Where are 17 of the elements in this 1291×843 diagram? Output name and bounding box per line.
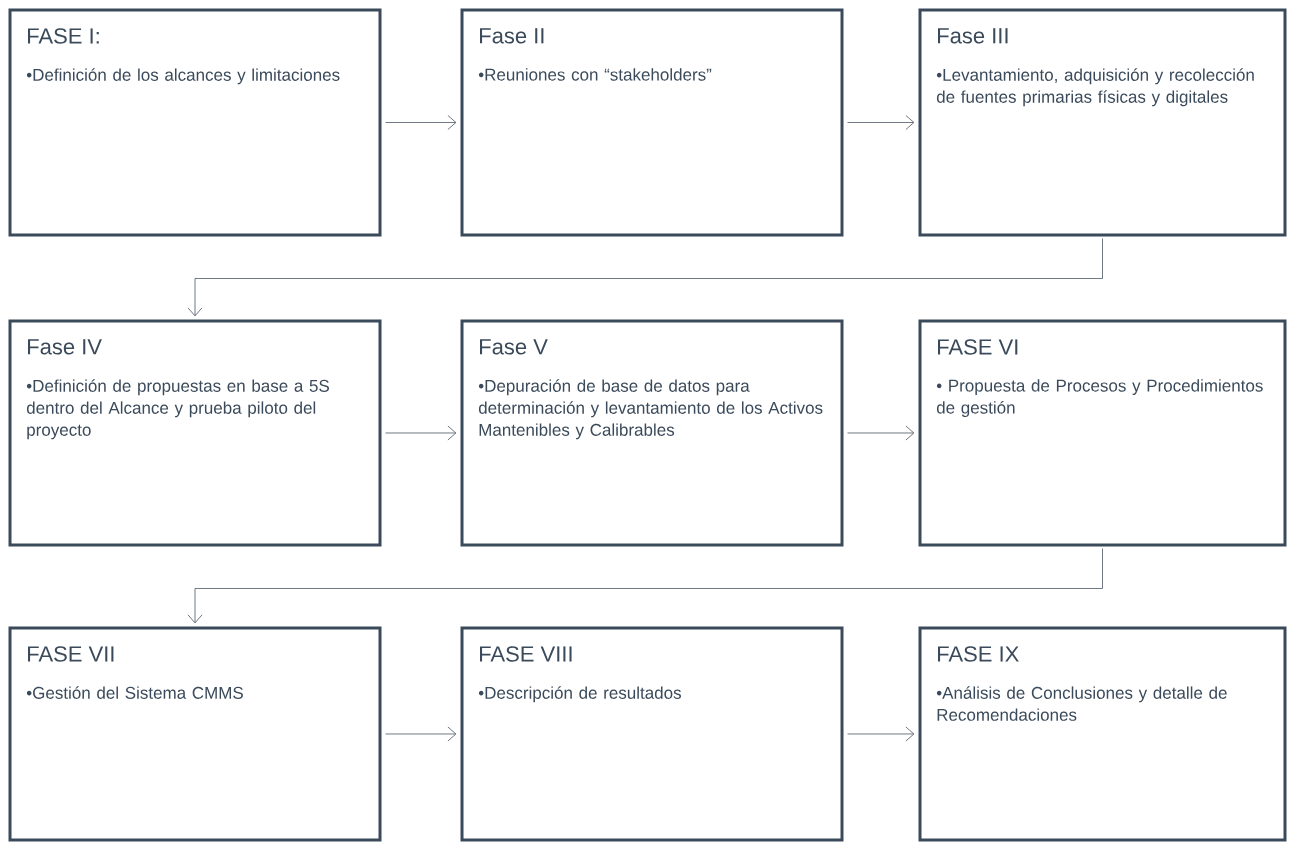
arrow <box>847 425 915 441</box>
phase-box: Fase II •Reuniones con “stakeholders” <box>460 8 844 237</box>
arrow <box>847 726 915 742</box>
phase-box: FASE VI • Propuesta de Procesos y Procedimientos de gestión <box>918 319 1287 547</box>
phase-box: Fase III •Levantamiento, adquisición y recolección de fuentes primarias físicas y digitales <box>918 8 1287 237</box>
phase-box: FASE VII •Gestión del Sistema CMMS <box>8 626 382 842</box>
phase-box: FASE I: •Definición de los alcances y limitaciones <box>8 8 382 237</box>
arrow <box>385 726 457 742</box>
phase-box: FASE IX •Análisis de Conclusiones y detalle de Recomendaciones <box>918 626 1287 842</box>
phase-box: FASE VIII •Descripción de resultados <box>460 626 844 842</box>
arrow <box>187 238 1103 317</box>
arrow <box>847 115 915 130</box>
phase-box: Fase IV •Definición de propuestas en base a 5S dentro del Alcance y prueba piloto del proyecto <box>8 319 382 547</box>
phase-box: Fase V •Depuración de base de datos para determinación y levantamiento de los Activos Mantenibles y Calibrables <box>460 319 844 547</box>
arrow <box>385 425 457 441</box>
arrow <box>187 548 1103 624</box>
arrow <box>385 115 457 130</box>
